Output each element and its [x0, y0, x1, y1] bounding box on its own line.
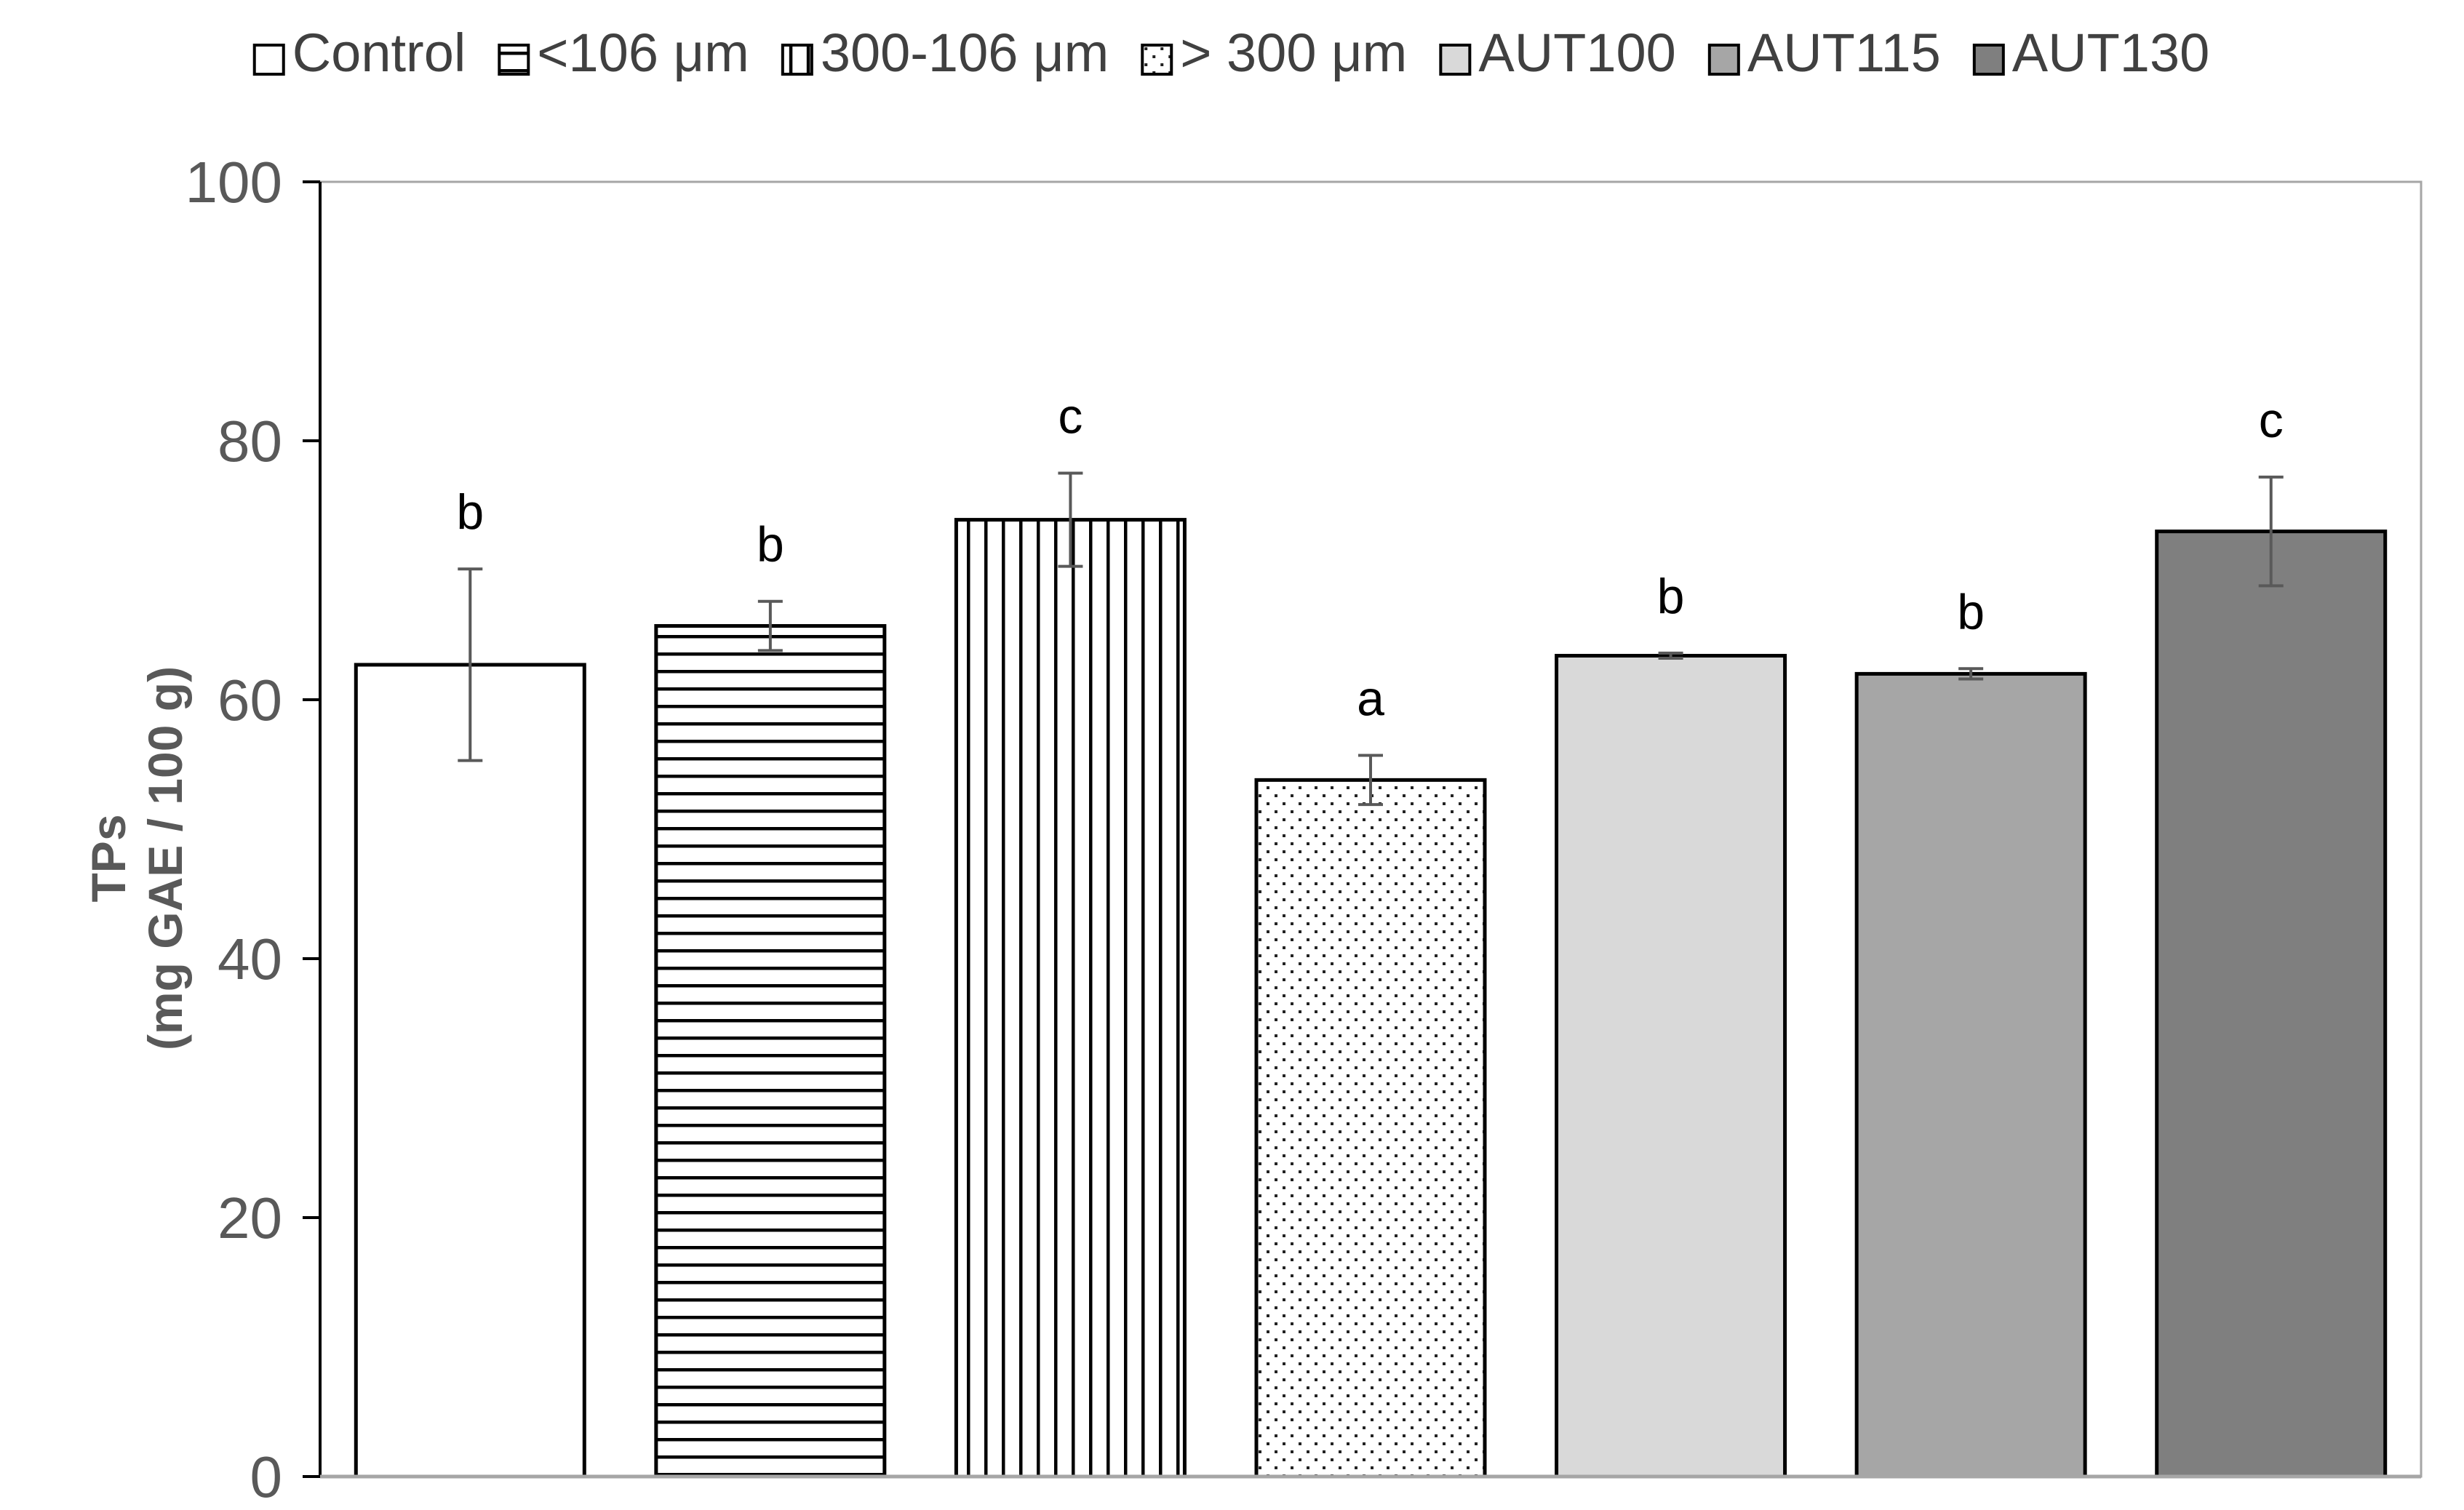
legend-item: > 300 μm — [1141, 23, 1407, 83]
legend-item: AUT130 — [1972, 23, 2209, 83]
significance-label: b — [757, 517, 784, 572]
bar — [1854, 671, 2087, 1479]
legend-item: AUT100 — [1439, 23, 1676, 83]
y-tick-label: 100 — [186, 150, 282, 215]
y-tick-label: 0 — [250, 1445, 283, 1509]
legend-label: > 300 μm — [1180, 23, 1407, 83]
legend-swatch — [781, 44, 813, 76]
bar — [2155, 530, 2388, 1479]
legend-swatch — [1707, 44, 1740, 76]
legend-label: <106 μm — [537, 23, 749, 83]
legend-item: AUT115 — [1707, 23, 1941, 83]
y-axis: 0 20 40 60 80 100 — [186, 150, 322, 1509]
bar — [354, 663, 586, 1479]
legend-item: 300-106 μm — [781, 23, 1109, 83]
y-axis-title-line-1: TPs — [81, 814, 135, 902]
error-bars — [458, 471, 2284, 807]
legend-swatch — [1439, 44, 1472, 76]
bar — [954, 518, 1187, 1479]
significance-labels: b b c a b b c — [456, 389, 2283, 727]
legend-label: AUT100 — [1478, 23, 1675, 83]
legend-item: <106 μm — [498, 23, 749, 83]
legend-label: AUT130 — [2012, 23, 2209, 83]
legend: Control <106 μm 300-106 μm > 300 μm AUT100 AU… — [252, 23, 2209, 83]
legend-item: Control — [252, 23, 466, 83]
legend-label: AUT115 — [1747, 23, 1941, 83]
bar — [1254, 778, 1487, 1479]
legend-label: 300-106 μm — [821, 23, 1109, 83]
legend-swatch — [1972, 44, 2005, 76]
y-tick-label: 80 — [218, 409, 282, 474]
bars — [354, 518, 2388, 1479]
y-tick-label: 60 — [218, 668, 282, 732]
y-axis-title-line-2: (mg GAE / 100 g) — [138, 666, 192, 1050]
significance-label: b — [456, 484, 484, 540]
legend-swatch — [498, 44, 530, 76]
bar — [1555, 653, 1787, 1479]
y-tick-label: 20 — [218, 1186, 282, 1250]
significance-label: c — [1058, 389, 1083, 444]
significance-label: c — [2259, 393, 2284, 448]
legend-swatch — [252, 44, 285, 76]
y-axis-title: TPs (mg GAE / 100 g) — [81, 666, 192, 1050]
significance-label: b — [1657, 569, 1685, 624]
bar — [654, 624, 887, 1479]
significance-label: a — [1357, 671, 1384, 727]
y-tick-label: 40 — [218, 927, 282, 991]
legend-label: Control — [292, 23, 466, 83]
significance-label: b — [1957, 584, 1985, 639]
legend-swatch — [1141, 44, 1173, 76]
